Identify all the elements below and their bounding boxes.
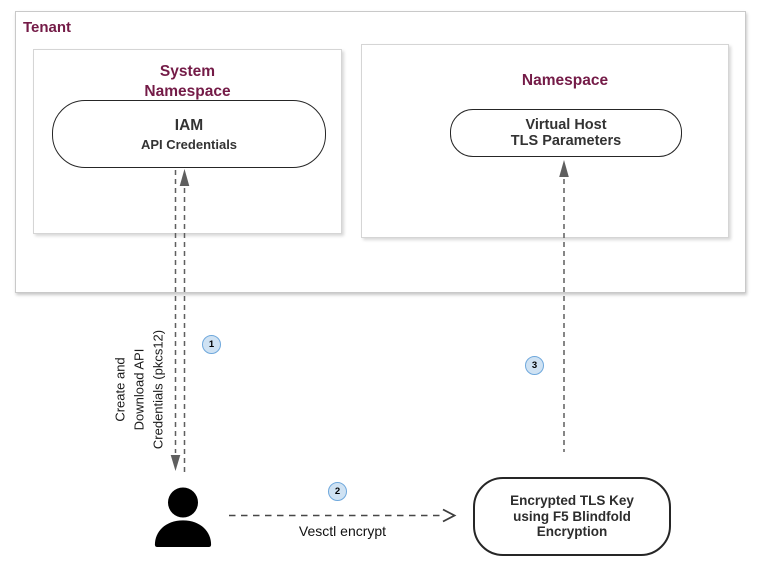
step-3-badge: 3 [525,356,544,375]
vesctl-encrypt-label: Vesctl encrypt [298,523,387,539]
encrypted-tls-key-line3: Encryption [536,524,608,540]
tenant-label: Tenant [23,19,72,36]
virtual-host-node: Virtual Host TLS Parameters [450,109,682,157]
virtual-host-node-line2: TLS Parameters [510,133,622,149]
namespace-container: Namespace Virtual Host TLS Parameters [361,44,729,238]
virtual-host-node-line1: Virtual Host [525,117,607,133]
create-credentials-line1: Create and [112,357,128,422]
arrow-down-icon [170,455,181,471]
connector-vesctl-encrypt [229,508,457,523]
create-credentials-line3: Credentials (pkcs12) [150,329,166,450]
step-2-badge: 2 [328,482,347,501]
tenant-container: Tenant System Namespace IAM API Credenti… [15,11,746,293]
create-credentials-label: Create and Download API Credentials (pkc… [111,305,168,475]
system-namespace-title-line1: System [159,63,216,80]
iam-node: IAM API Credentials [52,100,326,168]
encrypted-tls-key-line1: Encrypted TLS Key [510,493,634,509]
step-1-badge: 1 [202,335,221,354]
arrow-right-icon [442,508,457,523]
system-namespace-title: System Namespace [34,62,341,102]
user-icon [152,487,214,548]
iam-node-title: IAM [174,116,204,134]
create-credentials-line2: Download API [131,348,147,431]
system-namespace-title-line2: Namespace [144,83,231,100]
encrypted-tls-key-line2: using F5 Blindfold [513,508,631,524]
system-namespace-container: System Namespace IAM API Credentials [33,49,342,234]
encrypted-tls-key-node: Encrypted TLS Key using F5 Blindfold Enc… [473,477,671,556]
iam-node-subtitle: API Credentials [140,136,238,152]
namespace-title: Namespace [521,72,609,89]
